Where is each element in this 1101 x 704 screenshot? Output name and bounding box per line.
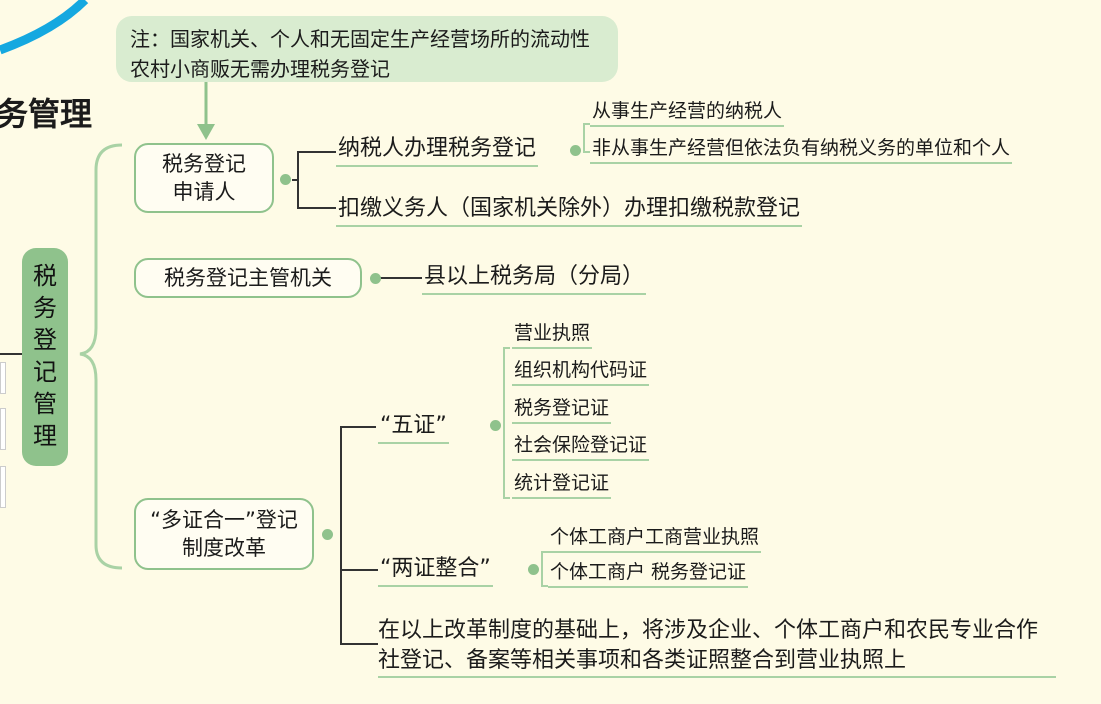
reform-node: “多证合一”登记制度改革 bbox=[134, 498, 314, 570]
two-cert-item-1: 个体工商户工商营业执照 bbox=[548, 524, 762, 553]
five-cert-item-4: 社会保险登记证 bbox=[512, 432, 650, 461]
two-cert-dot bbox=[528, 564, 539, 575]
five-cert-item-2: 组织机构代码证 bbox=[512, 357, 650, 386]
applicant-label: 税务登记申请人 bbox=[162, 152, 246, 204]
left-edge-box-1 bbox=[0, 362, 6, 394]
root-node: 税务登记管理 bbox=[22, 248, 68, 466]
withholding-node: 扣缴义务人（国家机关除外）办理扣缴税款登记 bbox=[336, 194, 803, 227]
five-cert-dot bbox=[490, 420, 501, 431]
reform-summary-text: 在以上改革制度的基础上，将涉及企业、个体工商户和农民专业合作社登记、备案等相关事… bbox=[378, 618, 1039, 673]
reform-label: “多证合一”登记制度改革 bbox=[150, 508, 298, 560]
reform-summary: 在以上改革制度的基础上，将涉及企业、个体工商户和农民专业合作社登记、备案等相关事… bbox=[378, 616, 1056, 678]
left-edge-box-2 bbox=[0, 408, 6, 450]
five-cert-node: “五证” bbox=[378, 411, 449, 444]
note-text: 注：国家机关、个人和无固定生产经营场所的流动性农村小商贩无需办理税务登记 bbox=[130, 27, 590, 81]
page-title-fragment: 务管理 bbox=[0, 95, 93, 133]
five-cert-item-1: 营业执照 bbox=[512, 320, 593, 349]
taxpayer-node: 纳税人办理税务登记 bbox=[336, 134, 539, 167]
left-edge-connector bbox=[0, 353, 22, 355]
five-cert-item-3: 税务登记证 bbox=[512, 395, 612, 424]
decorative-arc bbox=[0, 0, 89, 55]
reform-dot bbox=[322, 529, 333, 540]
authority-value: 县以上税务局（分局） bbox=[422, 262, 647, 295]
authority-label: 税务登记主管机关 bbox=[164, 266, 332, 290]
note-box: 注：国家机关、个人和无固定生产经营场所的流动性农村小商贩无需办理税务登记 bbox=[116, 16, 618, 82]
root-label: 税务登记管理 bbox=[33, 262, 57, 450]
authority-node: 税务登记主管机关 bbox=[134, 258, 362, 298]
five-cert-item-5: 统计登记证 bbox=[512, 470, 612, 499]
authority-dot bbox=[370, 273, 381, 284]
taxpayer-dot bbox=[570, 145, 581, 156]
taxpayer-sub-1: 从事生产经营的纳税人 bbox=[590, 98, 785, 127]
applicant-node: 税务登记申请人 bbox=[134, 143, 274, 213]
two-cert-item-2: 个体工商户 税务登记证 bbox=[548, 559, 749, 588]
taxpayer-sub-2: 非从事生产经营但依法负有纳税义务的单位和个人 bbox=[590, 135, 1013, 164]
left-edge-box-3 bbox=[0, 466, 6, 508]
two-cert-node: “两证整合” bbox=[378, 554, 493, 587]
applicant-dot bbox=[280, 174, 291, 185]
